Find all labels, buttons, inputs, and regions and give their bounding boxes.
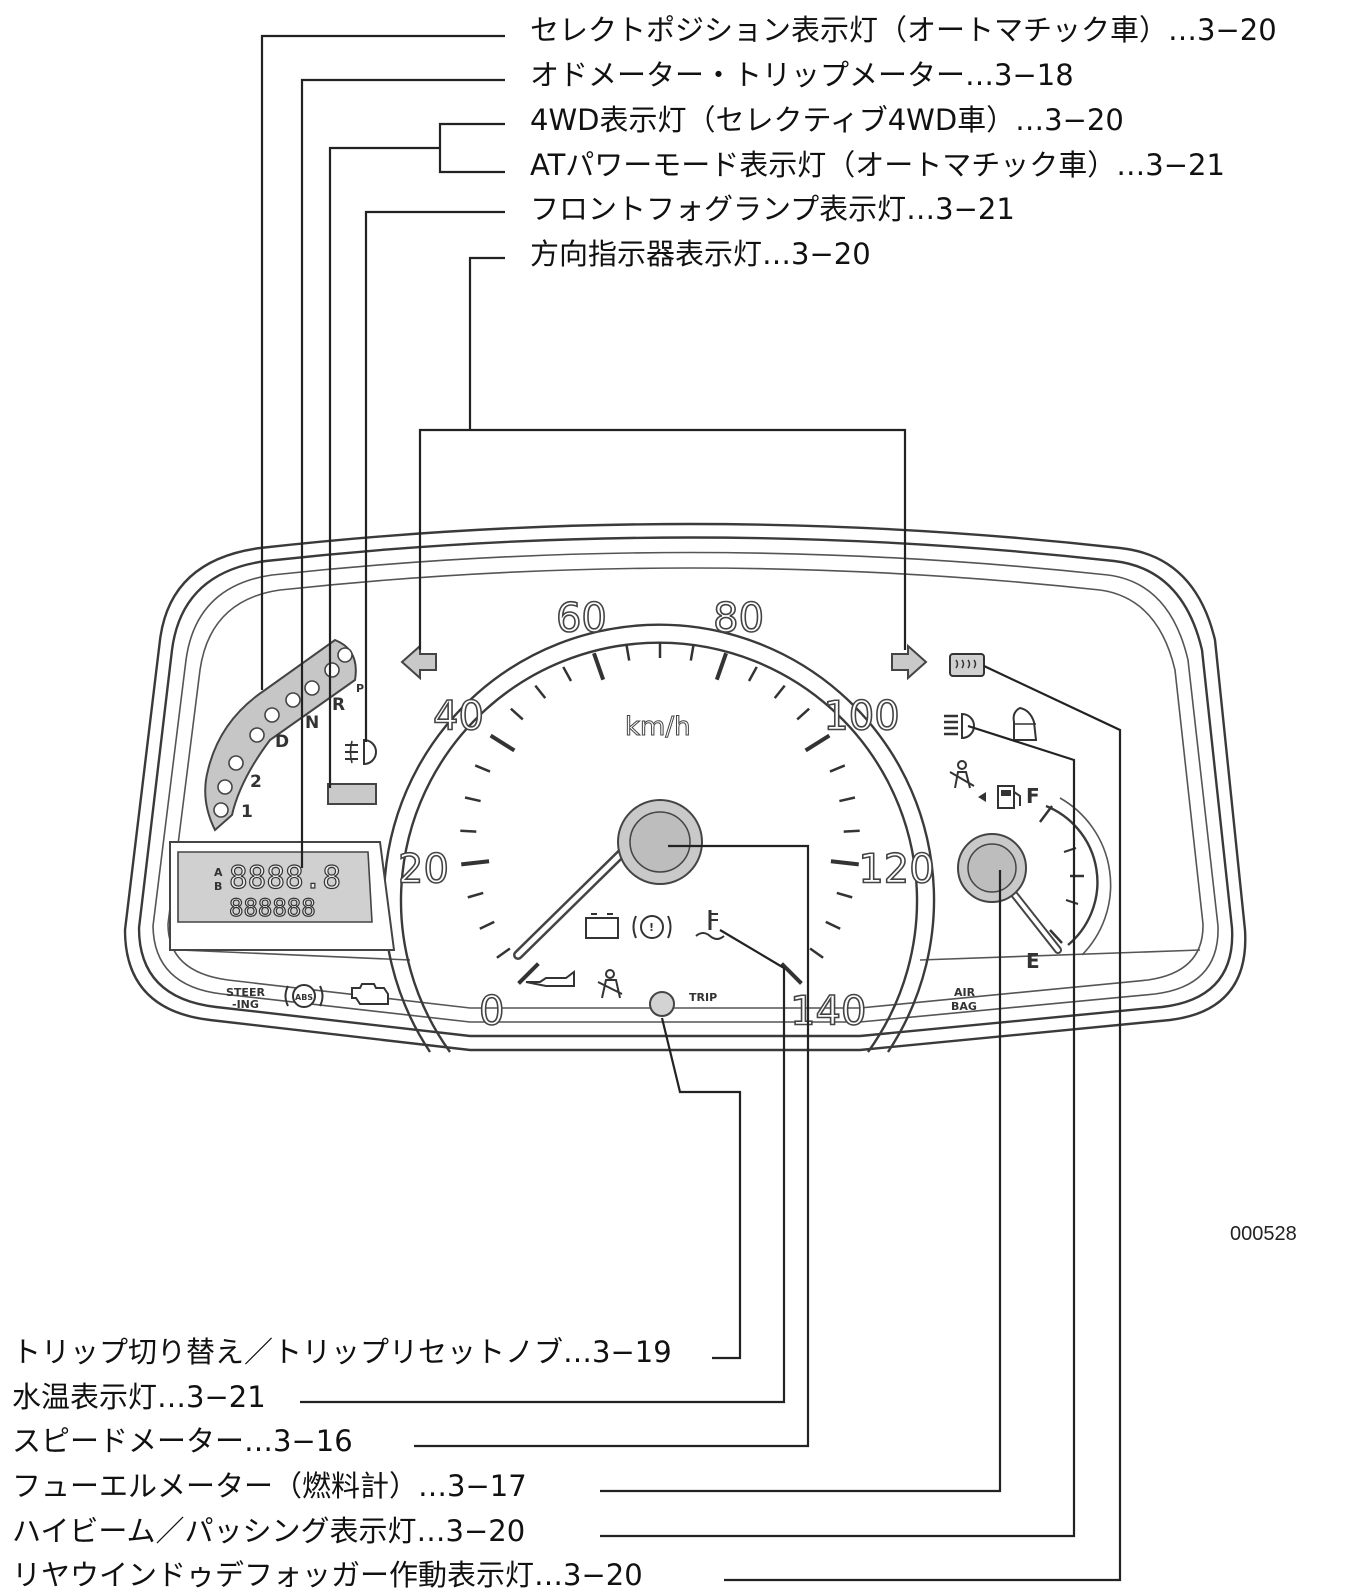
shift-d: D [275, 732, 289, 752]
speedometer-minor-tick [510, 707, 524, 721]
airbag-warning: AIR BAG [951, 986, 977, 1013]
fuel-pump-icon [978, 785, 1021, 809]
trip-display: 8888.8 [229, 860, 341, 896]
speedometer-minor-tick [625, 644, 631, 661]
speedometer-major-tick [489, 733, 516, 753]
odometer-ab-a: A [214, 866, 223, 879]
label-turn-signal: 方向指示器表示灯…3−20 [530, 237, 871, 271]
engine-check-icon [351, 983, 389, 1005]
speedometer-label: 0 [479, 988, 504, 1034]
speedometer-label: 140 [790, 988, 866, 1034]
fuel-full-label: F [1026, 784, 1040, 808]
speedometer-label: 100 [823, 693, 899, 739]
speedometer-major-tick [517, 962, 540, 985]
shift-1: 1 [241, 802, 253, 822]
turn-right-arrow-icon [891, 643, 928, 681]
seatbelt-warning-icon [597, 969, 623, 999]
speedometer: 0 20 40 60 80 100 120 140 km/h [382, 595, 935, 1053]
speedometer-label: 80 [713, 595, 764, 641]
front-fog-icon [345, 738, 377, 766]
label-high-beam: ハイビーム／パッシング表示灯…3−20 [12, 1514, 525, 1548]
speedometer-major-tick [830, 859, 859, 867]
shift-n: N [305, 713, 319, 733]
speedometer-label: 20 [398, 847, 449, 893]
airbag-text-1: AIR [954, 986, 976, 999]
abs-text: ABS [295, 993, 313, 1002]
odo-display: 888888 [229, 894, 316, 922]
label-trip-knob: トリップ切り替え／トリップリセットノブ…3−19 [12, 1335, 672, 1369]
speedometer-minor-tick [689, 644, 695, 661]
odometer-ab-b: B [214, 880, 222, 893]
steer-text: STEER [226, 986, 265, 999]
svg-text:!: ! [649, 921, 654, 934]
label-4wd: 4WD表示灯（セレクティブ4WD車）…3−20 [530, 103, 1124, 137]
label-at-power: ATパワーモード表示灯（オートマチック車）…3−21 [530, 148, 1225, 182]
label-front-fog: フロントフォグランプ表示灯…3−21 [530, 192, 1015, 226]
speedometer-ticks [460, 642, 860, 985]
speedometer-minor-tick [809, 947, 824, 959]
speedometer-label: 60 [556, 595, 607, 641]
shift-position-indicator: P R N D 2 1 [204, 638, 364, 832]
label-odo-trip: オドメーター・トリップメーター…3−18 [530, 58, 1074, 92]
speedometer-minor-tick [464, 796, 481, 803]
speedometer-minor-tick [479, 920, 495, 930]
speed-unit: km/h [625, 712, 691, 742]
shift-r: R [332, 695, 345, 715]
speedometer-minor-tick [467, 891, 484, 899]
speedometer-minor-tick [829, 764, 846, 773]
speedometer-major-tick [804, 733, 831, 753]
speedometer-major-tick [780, 962, 803, 985]
odometer-display: A B 8888.8 888888 [169, 841, 396, 951]
panel-housing [123, 522, 1247, 1052]
steering-lock-warning: STEER -ING [226, 986, 265, 1011]
speedometer-major-tick [461, 859, 490, 867]
4wd-atpower-indicator [327, 783, 377, 805]
seatbelt-reminder-icon [949, 760, 975, 789]
label-water-temp: 水温表示灯…3−21 [12, 1380, 266, 1414]
speedometer-minor-tick [773, 684, 786, 699]
door-ajar-icon [1012, 706, 1038, 741]
abs-warning-icon: ABS [284, 984, 324, 1008]
speedometer-minor-tick [534, 684, 547, 699]
label-rear-defogger: リヤウインドゥデフォッガー作動表示灯…3−20 [12, 1558, 643, 1592]
steer-text-line2: -ING [232, 998, 259, 1011]
figure-code: 000528 [1230, 1223, 1297, 1245]
speedometer-minor-tick [796, 707, 810, 721]
speedometer-minor-tick [843, 829, 860, 833]
speedometer-major-tick [592, 652, 606, 681]
speedometer-minor-tick [474, 764, 491, 773]
fuel-gauge: F E [957, 784, 1112, 973]
label-fuel-meter: フューエルメーター（燃料計）…3−17 [12, 1469, 527, 1503]
speedometer-label: 40 [433, 693, 484, 739]
speedometer-scale-labels: 0 20 40 60 80 100 120 140 [397, 595, 935, 1036]
speedometer-minor-tick [825, 920, 841, 930]
speedometer-label: 120 [858, 847, 934, 893]
oil-pressure-icon [525, 970, 575, 987]
speedometer-minor-tick [496, 947, 511, 959]
rear-defogger-icon [949, 653, 985, 677]
leader-lines [260, 34, 1122, 1582]
speedometer-minor-tick [562, 666, 573, 682]
brake-warning-icon: ! [632, 915, 672, 939]
fuel-empty-label: E [1026, 949, 1040, 973]
label-speedometer: スピードメーター…3−16 [12, 1424, 353, 1458]
speedometer-minor-tick [747, 666, 758, 682]
label-select-position: セレクトポジション表示灯（オートマチック車）…3−20 [530, 13, 1277, 47]
turn-left-arrow-icon [400, 643, 437, 681]
trip-knob[interactable] [649, 991, 675, 1017]
shift-p: P [356, 682, 364, 695]
water-temp-icon [695, 910, 725, 940]
trip-text: TRIP [689, 991, 717, 1004]
speedometer-major-tick [714, 652, 728, 681]
airbag-text-2: BAG [951, 1000, 977, 1013]
speedometer-minor-tick [839, 796, 856, 803]
speedometer-minor-tick [460, 829, 477, 833]
speedometer-minor-tick [836, 891, 853, 899]
battery-warning-icon [585, 913, 619, 939]
shift-2: 2 [250, 772, 262, 792]
